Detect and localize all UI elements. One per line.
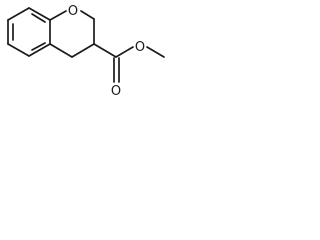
benzene-ring [7, 7, 51, 57]
bond-c4-c4a [49, 43, 73, 58]
ring-oxygen-label: O [68, 4, 78, 19]
bond-c3-carbonyl-c [93, 43, 117, 58]
bond-o1-c2 [80, 10, 95, 20]
double-bond-inner-2 [31, 42, 46, 51]
carbonyl-oxygen-label: O [111, 84, 121, 99]
pyran-ring [49, 10, 95, 58]
ester-group [93, 43, 165, 83]
bond-c4a-c8a [28, 7, 51, 21]
bond-c3-c4 [71, 43, 95, 58]
chemical-structure: O O O [0, 0, 250, 138]
bond-ester-o-methyl [146, 46, 165, 58]
bond-c7-c6 [7, 43, 30, 57]
bond-c8a-c8 [7, 7, 30, 21]
molecule-drawing: O O O [7, 4, 165, 99]
bond-c8a-o1 [49, 10, 67, 21]
bond-c6-c5 [28, 43, 51, 57]
ester-oxygen-label: O [135, 40, 145, 55]
double-bond-inner-3 [31, 13, 46, 23]
bond-carbonyl-c-ester-o [115, 46, 134, 58]
